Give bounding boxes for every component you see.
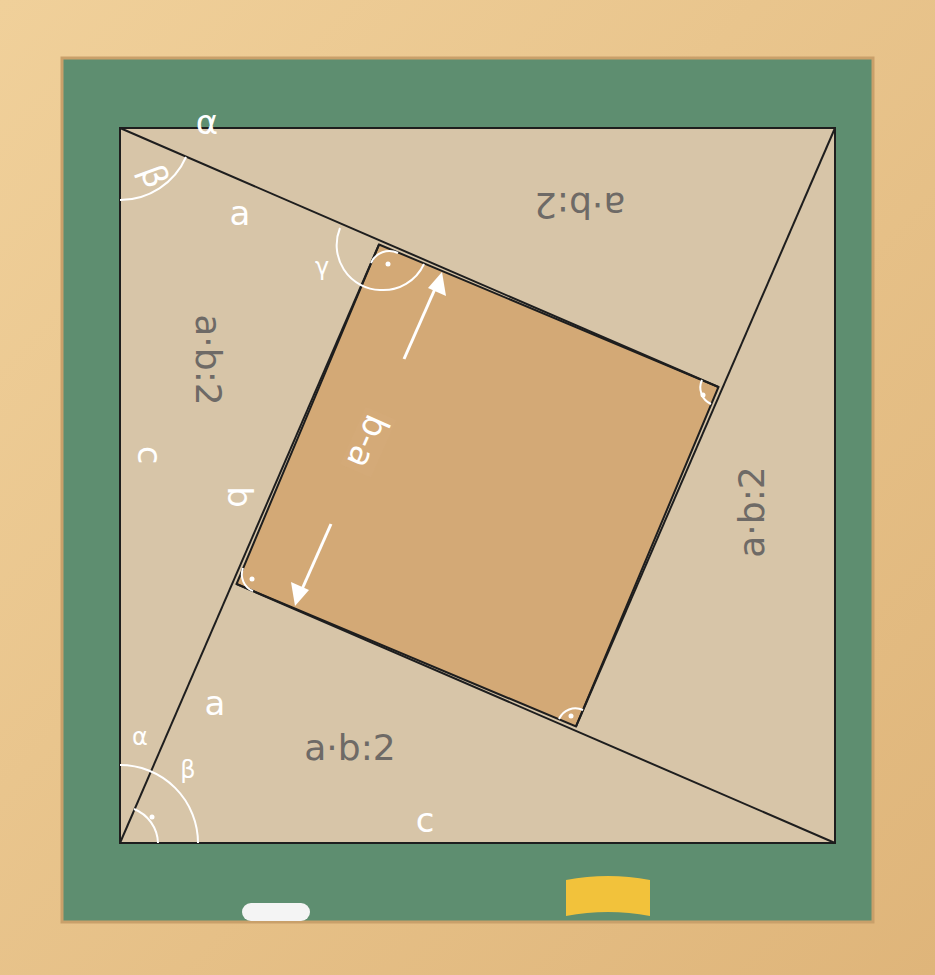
angle-label: β <box>180 758 195 782</box>
area-label: a·b:2 <box>534 187 625 223</box>
inner-square <box>237 245 719 727</box>
triangle-lines <box>120 128 835 843</box>
board <box>62 58 873 922</box>
b-minus-a-arrow <box>291 272 446 606</box>
side-label: b <box>223 486 257 508</box>
side-label: c <box>133 446 167 465</box>
angle-marks <box>120 157 711 843</box>
area-label: a·b:2 <box>304 730 395 766</box>
angle-label: α <box>196 105 218 139</box>
chalk-piece <box>242 903 310 921</box>
side-label: c <box>416 803 435 837</box>
side-label: a <box>230 196 251 230</box>
angle-label: γ <box>315 255 329 279</box>
side-label: a <box>205 686 226 720</box>
area-label: a·b:2 <box>190 314 226 405</box>
area-label: a·b:2 <box>734 466 770 557</box>
outer-square <box>120 128 835 843</box>
angle-dots <box>150 262 706 820</box>
angle-label: α <box>132 725 148 749</box>
sponge <box>566 876 650 916</box>
